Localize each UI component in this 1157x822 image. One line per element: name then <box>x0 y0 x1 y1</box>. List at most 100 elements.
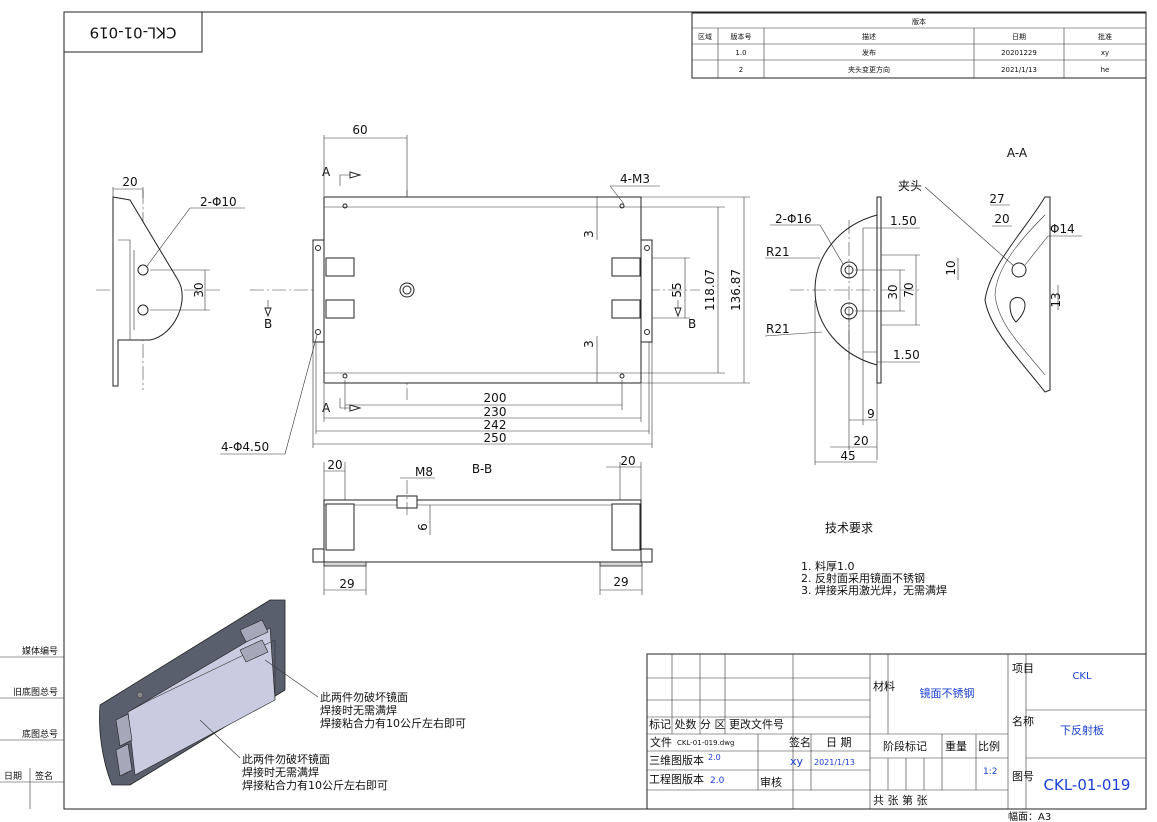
tb-model-version-label: 三维图版本 <box>649 753 704 767</box>
dim-front-230: 230 <box>484 405 507 419</box>
tb-drawing-no: CKL-01-019 <box>1044 776 1131 794</box>
tb-scale-value: 1:2 <box>983 767 997 777</box>
dim-side-150-top: 1.50 <box>890 214 917 228</box>
dim-left-30: 30 <box>192 282 206 297</box>
technical-requirements: 技术要求 1. 料厚1.0 2. 反射面采用镜面不锈钢 3. 焊接采用激光焊，无… <box>801 521 947 597</box>
dim-bb-20-left: 20 <box>327 458 342 472</box>
tb-scale-label: 比例 <box>978 739 1000 753</box>
note1-line3: 焊接粘合力有10公斤左右即可 <box>320 716 466 730</box>
section-aa-title: A-A <box>1007 146 1028 160</box>
rev-header-zone: 区域 <box>698 32 712 41</box>
dim-aa-10: 10 <box>944 260 958 275</box>
front-view: 60 A A B B 4-M3 3 3 55 118.07 <box>220 123 750 455</box>
dim-side-70: 70 <box>902 282 916 297</box>
rev-header-desc: 描述 <box>862 32 876 41</box>
dim-left-20: 20 <box>122 175 137 189</box>
rev-row2-version: 2 <box>739 66 743 74</box>
note1-line1: 此两件勿破坏镜面 <box>320 690 408 704</box>
tb-material-label: 材料 <box>873 679 895 693</box>
dim-front-242: 242 <box>484 418 507 432</box>
rev-row1-approve: xy <box>1101 49 1109 57</box>
dim-front-118: 118.07 <box>703 269 717 311</box>
side-view: 2-Φ16 1.50 1.50 R21 R21 30 70 9 20 45 <box>764 196 920 465</box>
note2-line3: 焊接粘合力有10公斤左右即可 <box>242 778 388 792</box>
dim-front-250: 250 <box>484 431 507 445</box>
tb-format: 幅面：A3 <box>1008 810 1051 822</box>
dim-bb-6: 6 <box>416 523 430 531</box>
revision-table: 版本 区域 版本号 描述 日期 批准 1.0 发布 20201229 xy 2 … <box>691 12 1147 79</box>
rev-header-date: 日期 <box>1012 33 1026 41</box>
dim-aa-27: 27 <box>989 192 1004 206</box>
tb-review-label: 审核 <box>760 775 782 789</box>
rev-row2-date: 2021/1/13 <box>1001 66 1037 74</box>
strip-sign: 签名 <box>35 770 53 782</box>
tech-item-1: 1. 料厚1.0 <box>801 559 855 573</box>
dim-side-20: 20 <box>853 434 868 448</box>
dim-bb-29-left: 29 <box>339 577 354 591</box>
dim-bb-20-right: 20 <box>620 454 635 468</box>
dim-side-150-bottom: 1.50 <box>893 348 920 362</box>
dim-side-r21-bottom: R21 <box>766 322 790 336</box>
tb-project-label: 项目 <box>1012 662 1034 675</box>
dim-side-30: 30 <box>886 284 900 299</box>
note2-line2: 焊接时无需满焊 <box>242 765 319 779</box>
tb-name-value: 下反射板 <box>1060 723 1104 737</box>
dim-front-3-bottom: 3 <box>582 340 596 348</box>
dim-left-2phi10: 2-Φ10 <box>200 195 237 209</box>
dim-bb-29-right: 29 <box>613 575 628 589</box>
strip-old-base: 旧底图总号 <box>13 686 58 698</box>
tb-eng-version: 2.0 <box>710 776 725 786</box>
left-strip: 媒体编号 旧底图总号 底图总号 日期 签名 <box>0 645 64 809</box>
tb-drawing-no-label: 图号 <box>1012 770 1034 783</box>
rev-row1-date: 20201229 <box>1001 49 1037 57</box>
tech-title: 技术要求 <box>825 521 873 535</box>
dim-side-r21-top: R21 <box>766 245 790 259</box>
section-aa: A-A 夹头 27 20 Φ14 10 13 <box>898 146 1082 393</box>
rev-row1-version: 1.0 <box>735 49 746 57</box>
label-a-bottom: A <box>322 401 331 415</box>
tb-sheets-label: 共 张 第 张 <box>873 793 928 807</box>
tb-project-value: CKL <box>1072 671 1092 682</box>
title-block: 标记 处数 分 区 更改文件号 文件 CKL-01-019.dwg 签名 日 期… <box>646 653 1147 822</box>
mirrored-number-box: CKL-01-019 <box>63 11 203 53</box>
section-bb-title: B-B <box>472 462 492 476</box>
section-bb: B-B 20 M8 20 6 29 29 <box>312 454 653 595</box>
label-a-top: A <box>322 165 331 179</box>
clamp-label: 夹头 <box>898 179 922 193</box>
dim-front-4phi450: 4-Φ4.50 <box>221 440 269 454</box>
dim-aa-phi14: Φ14 <box>1050 222 1075 236</box>
note2-line1: 此两件勿破坏镜面 <box>242 752 330 766</box>
dim-bb-m8: M8 <box>415 465 433 479</box>
dim-front-4m3: 4-M3 <box>620 172 650 186</box>
tb-file-value: CKL-01-019.dwg <box>677 739 734 747</box>
dim-aa-20: 20 <box>994 212 1009 226</box>
tb-sign-label: 签名 <box>789 735 811 749</box>
tech-item-3: 3. 焊接采用激光焊，无需满焊 <box>801 583 947 597</box>
tech-item-2: 2. 反射面采用镜面不锈钢 <box>801 571 925 585</box>
dim-front-3-top: 3 <box>582 230 596 238</box>
isometric-render <box>99 599 319 786</box>
tb-date-label: 日 期 <box>826 736 852 749</box>
dim-aa-13: 13 <box>1049 292 1063 307</box>
notes: 此两件勿破坏镜面 焊接时无需满焊 焊接粘合力有10公斤左右即可 此两件勿破坏镜面… <box>242 690 466 792</box>
tb-model-version: 2.0 <box>708 753 721 762</box>
dim-front-55: 55 <box>670 282 684 297</box>
rev-row2-approve: he <box>1101 66 1110 74</box>
tb-file-label: 文件 <box>650 735 672 749</box>
rev-row1-desc: 发布 <box>862 48 876 57</box>
strip-media-no: 媒体编号 <box>22 645 58 657</box>
dim-front-136: 136.87 <box>729 269 743 311</box>
dim-side-2phi16: 2-Φ16 <box>775 212 812 226</box>
dim-front-60: 60 <box>352 123 367 137</box>
rev-row2-desc: 夹头变更方向 <box>848 65 890 74</box>
rev-header-approve: 批准 <box>1098 32 1112 41</box>
mirrored-drawing-number: CKL-01-019 <box>90 24 177 42</box>
strip-date: 日期 <box>4 771 22 782</box>
label-b-left: B <box>264 317 272 331</box>
drawing-border <box>63 11 1147 810</box>
revision-title: 版本 <box>912 17 926 26</box>
tb-weight-label: 重量 <box>945 739 967 753</box>
tb-material-value: 镜面不锈钢 <box>920 686 975 700</box>
dim-side-9: 9 <box>867 407 875 421</box>
